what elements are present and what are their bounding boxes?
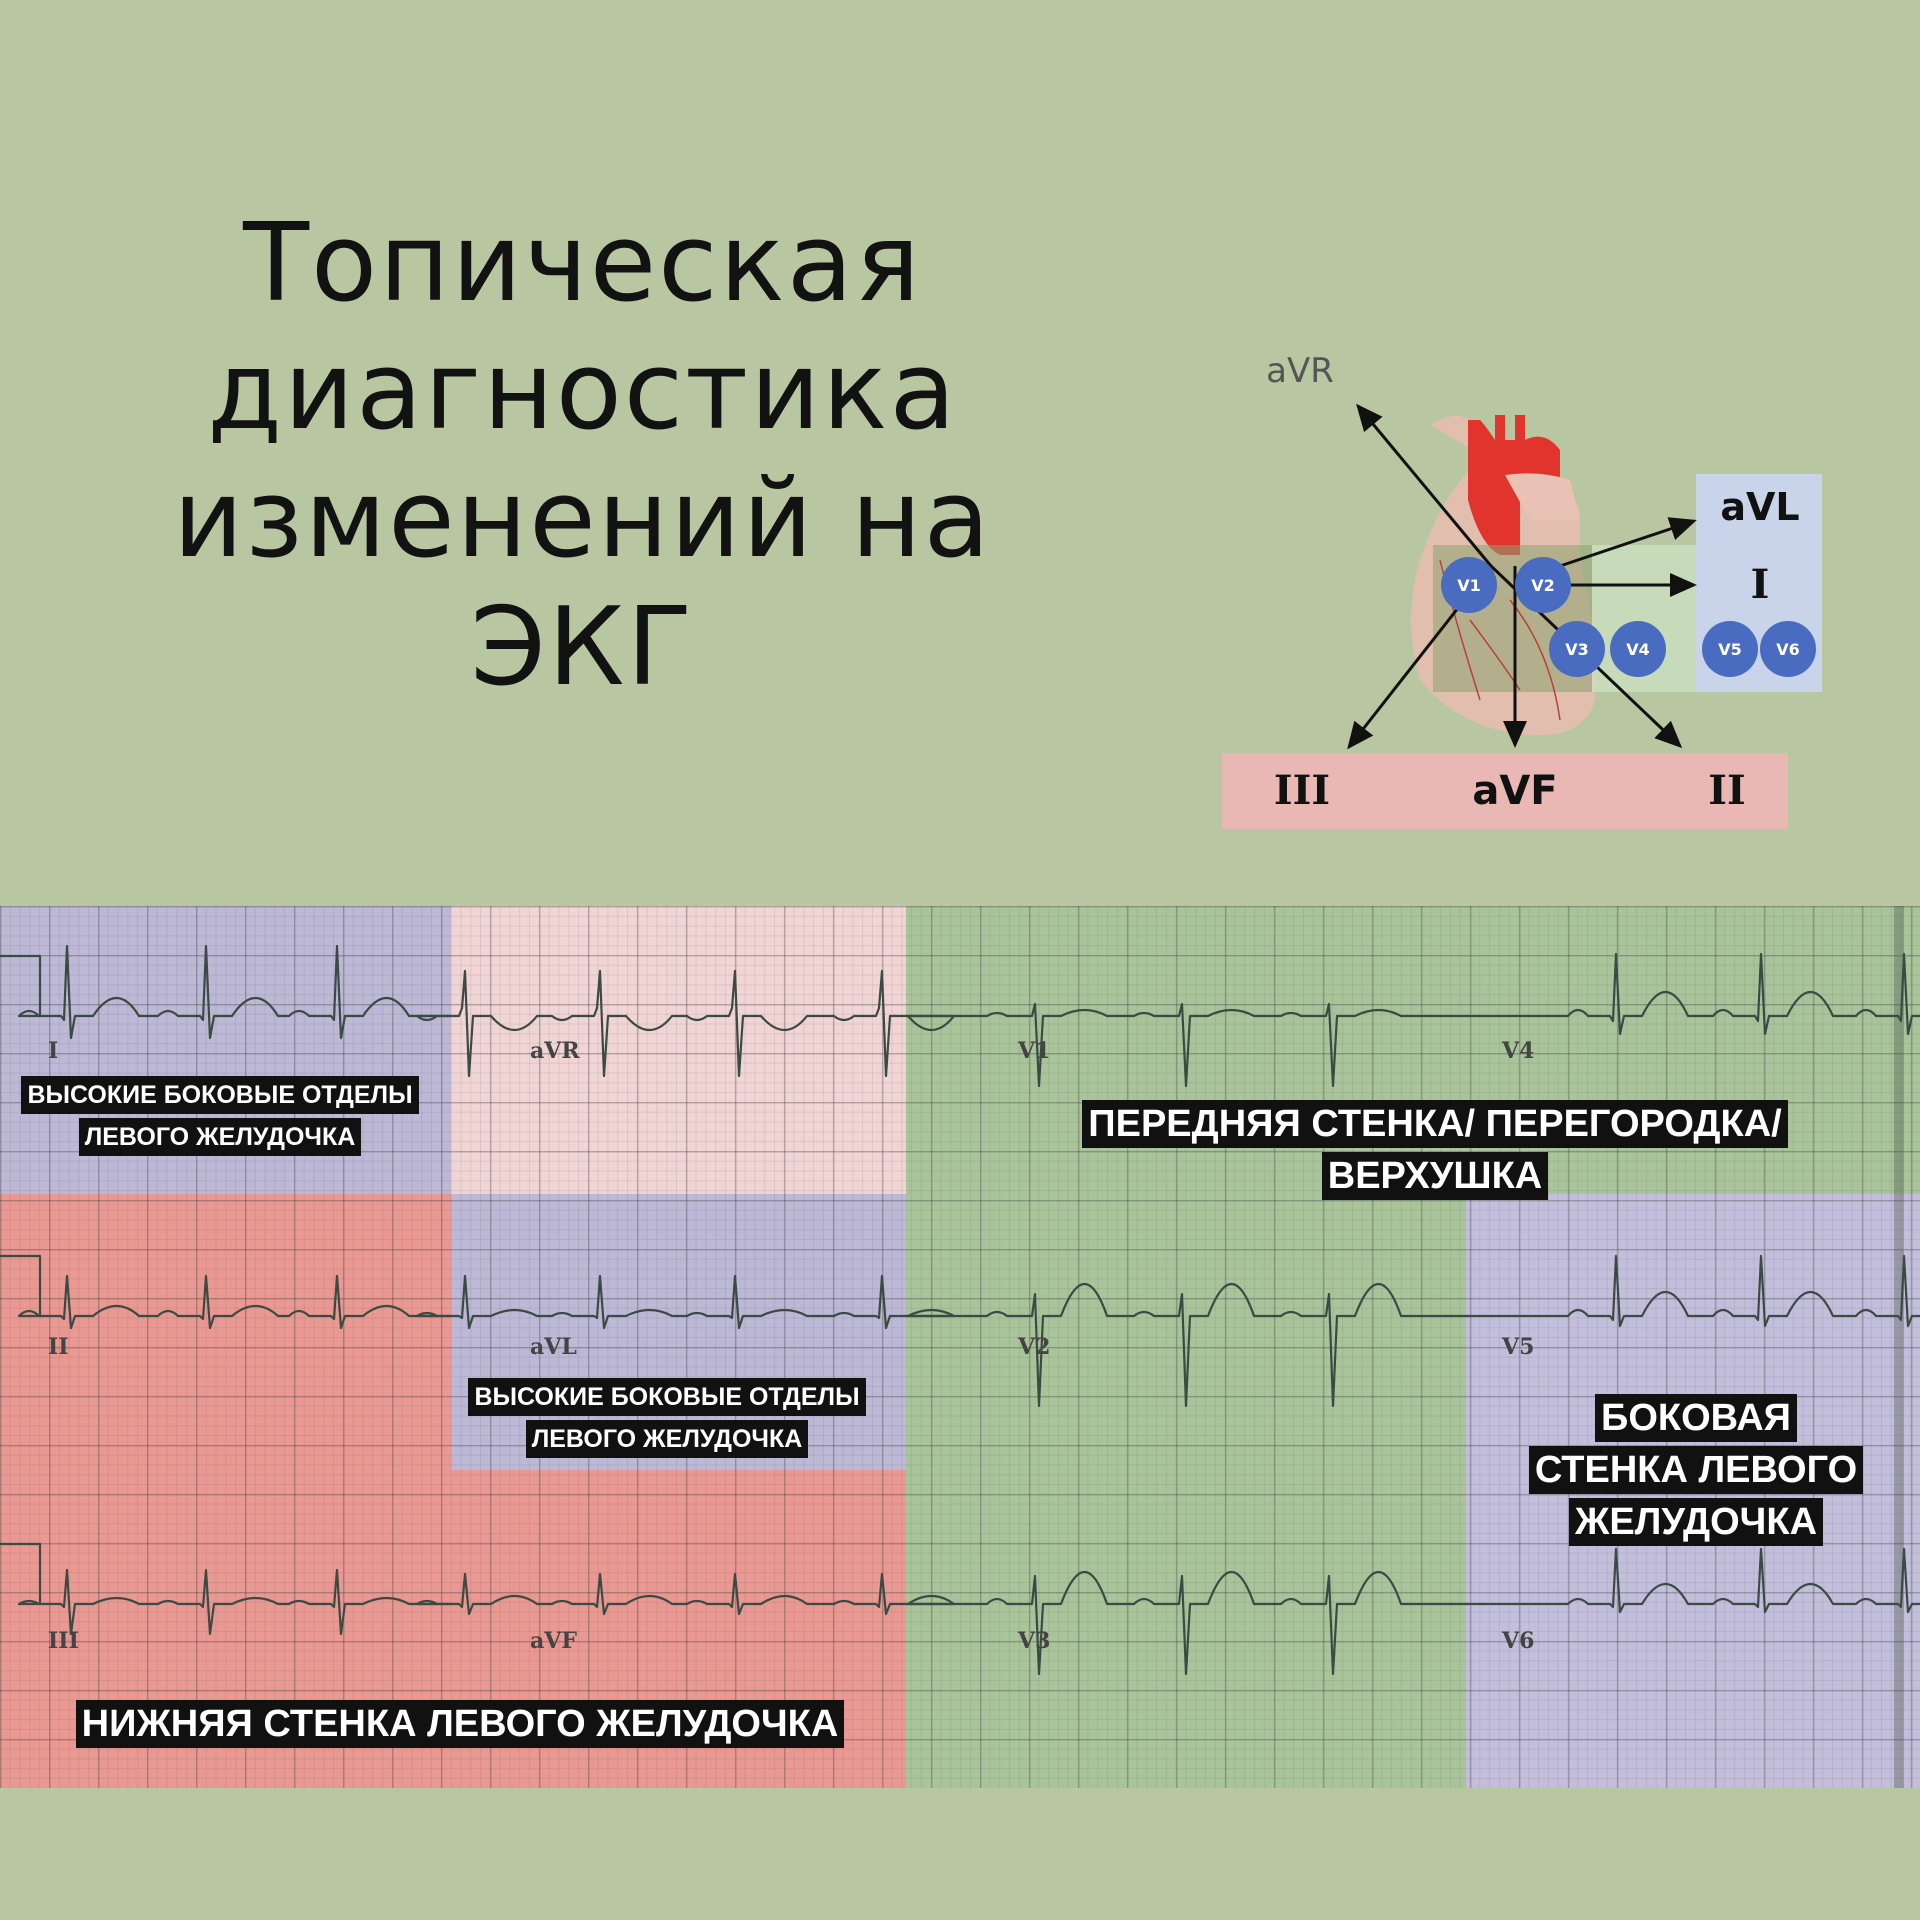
- ecg-trace-avl: [415, 1274, 956, 1330]
- avl-label: aVL: [1720, 485, 1799, 529]
- electrode-v2: [1515, 557, 1571, 613]
- electrode-v4: [1610, 621, 1666, 677]
- ecg-grid: [0, 906, 1920, 1788]
- ecg-trace-avr: [415, 969, 956, 1078]
- i-label: I: [1751, 561, 1770, 608]
- avr-label: aVR: [1266, 351, 1334, 391]
- electrode-v1: [1441, 557, 1497, 613]
- title-line: диагностика: [207, 329, 958, 454]
- avl-axis-arrow: [1559, 517, 1697, 568]
- zone-label-line: НИЖНЯЯ СТЕНКА ЛЕВОГО ЖЕЛУДОЧКА: [75, 1700, 845, 1748]
- ecg-trace-v2: [906, 1283, 1466, 1408]
- zone-avr: [451, 906, 906, 1194]
- zone-label-anterior: ПЕРЕДНЯЯ СТЕНКА/ ПЕРЕГОРОДКА/ ВЕРХУШКА: [1035, 1098, 1835, 1202]
- zone-label-line: ВЫСОКИЕ БОКОВЫЕ ОТДЕЛЫ: [468, 1378, 866, 1416]
- ecg-trace-v3: [906, 1571, 1466, 1676]
- avf-label: aVF: [1472, 768, 1557, 814]
- ecg-trace-avf: [415, 1572, 956, 1616]
- lead-label-avl: aVL: [530, 1334, 577, 1360]
- lead-label-v5: V5: [1502, 1334, 1535, 1360]
- electrode-label: V6: [1776, 640, 1800, 659]
- title-line: изменений на: [173, 457, 992, 582]
- lead-label-avr: aVR: [530, 1038, 580, 1064]
- ecg-trace-v4: [1466, 952, 1920, 1036]
- ecg-traces: [0, 944, 1920, 1676]
- inferior-leads-box: [1222, 753, 1788, 829]
- zone-label-line: ЛЕВОГО ЖЕЛУДОЧКА: [525, 1420, 809, 1458]
- ecg-trace-v5: [1466, 1254, 1920, 1328]
- electrode-v6: [1760, 621, 1816, 677]
- zone-label-lateral: БОКОВАЯ СТЕНКА ЛЕВОГО ЖЕЛУДОЧКА: [1496, 1392, 1896, 1548]
- zone-label-line: СТЕНКА ЛЕВОГО: [1528, 1446, 1864, 1494]
- ecg-trace-iii: [0, 1542, 451, 1636]
- electrode-v3: [1549, 621, 1605, 677]
- zone-label-line: ПЕРЕДНЯЯ СТЕНКА/ ПЕРЕГОРОДКА/: [1082, 1100, 1788, 1148]
- lead-label-ii: II: [48, 1334, 69, 1360]
- zone-label-line: ВЫСОКИЕ БОКОВЫЕ ОТДЕЛЫ: [21, 1076, 419, 1114]
- lead-label-v4: V4: [1502, 1038, 1535, 1064]
- zone-label-line: ВЕРХУШКА: [1321, 1152, 1549, 1200]
- electrode-label: V3: [1565, 640, 1589, 659]
- ii-label: II: [1708, 767, 1745, 814]
- zone-label-line: ЛЕВОГО ЖЕЛУДОЧКА: [78, 1118, 362, 1156]
- ecg-strip: I aVR V1 V4 II aVL V2 V5 III aVF V3 V6 В…: [0, 906, 1920, 1788]
- lead-label-v1: V1: [1018, 1038, 1051, 1064]
- electrode-label: V4: [1626, 640, 1650, 659]
- electrode-label: V1: [1457, 576, 1481, 595]
- zone-label-inferior: НИЖНЯЯ СТЕНКА ЛЕВОГО ЖЕЛУДОЧКА: [30, 1698, 890, 1750]
- ecg-trace-ii: [0, 1254, 451, 1330]
- avr-axis-arrow: [1356, 403, 1493, 567]
- electrode-label: V2: [1531, 576, 1555, 595]
- zone-label-line: ЖЕЛУДОЧКА: [1568, 1498, 1824, 1546]
- lead-label-v2: V2: [1018, 1334, 1051, 1360]
- lead-label-v3: V3: [1018, 1628, 1051, 1654]
- lead-label-v6: V6: [1502, 1628, 1535, 1654]
- zone-label-line: БОКОВАЯ: [1595, 1394, 1797, 1442]
- electrode-label: V5: [1718, 640, 1742, 659]
- ecg-trace-v1: [906, 1002, 1466, 1088]
- zone-label-high-lateral-avl: ВЫСОКИЕ БОКОВЫЕ ОТДЕЛЫ ЛЕВОГО ЖЕЛУДОЧКА: [447, 1376, 887, 1460]
- lead-label-iii: III: [48, 1628, 79, 1654]
- ecg-trace-i: [0, 944, 451, 1040]
- title-line: ЭКГ: [470, 585, 695, 710]
- lead-label-avf: aVF: [530, 1628, 577, 1654]
- title-line: Топическая: [243, 201, 922, 326]
- lead-label-i: I: [48, 1038, 59, 1064]
- zone-label-high-lateral: ВЫСОКИЕ БОКОВЫЕ ОТДЕЛЫ ЛЕВОГО ЖЕЛУДОЧКА: [0, 1074, 440, 1158]
- strip-edge: [1894, 906, 1904, 1788]
- electrode-v5: [1702, 621, 1758, 677]
- iii-label: III: [1274, 767, 1330, 814]
- zone-inferior: [0, 1194, 451, 1788]
- page-title: Топическая диагностика изменений на ЭКГ: [90, 200, 1075, 712]
- ecg-trace-v6: [1466, 1547, 1920, 1614]
